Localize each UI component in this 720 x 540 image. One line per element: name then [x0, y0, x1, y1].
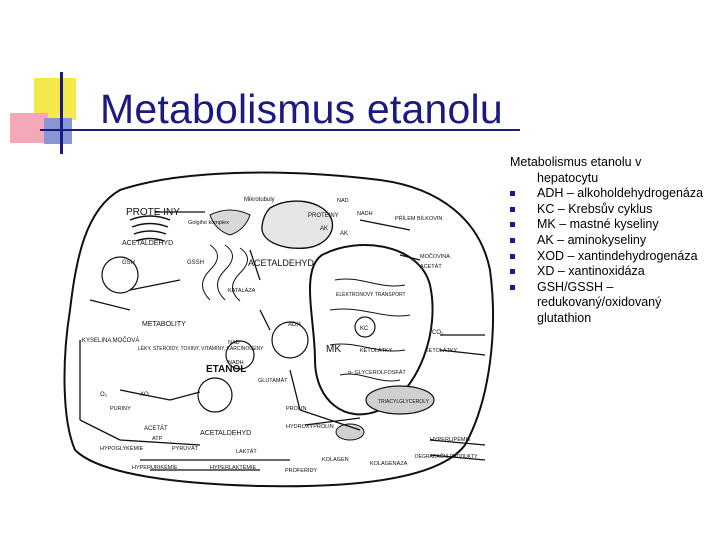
bullet-icon — [510, 237, 515, 243]
legend-item-text: XOD – xantindehydrogenáza — [537, 248, 698, 263]
cycle-nad — [225, 340, 255, 370]
label-ak-right: AK — [340, 231, 348, 237]
label-prolin: PROLIN — [286, 406, 307, 412]
collagen-fiber — [335, 423, 365, 441]
label-atp: ATP — [152, 436, 163, 442]
legend-item-text: ADH – alkoholdehydrogenáza — [537, 186, 704, 201]
accent-square-blue — [44, 118, 72, 144]
legend-item: XOD – xantindehydrogenáza — [510, 249, 715, 265]
legend-list: ADH – alkoholdehydrogenáza KC – Krebsův … — [510, 186, 715, 326]
label-golgi: Golgiho komplex — [188, 220, 229, 226]
label-kyselina-mocova: KYSELINA MOČOVÁ — [82, 337, 139, 344]
label-hyperurikemie: HYPERURIKÉMIE — [132, 464, 178, 471]
label-hyperlipemie: HYPERLIPÉMIE — [430, 436, 471, 443]
label-acetat: ACETÁT — [144, 425, 168, 432]
legend-item: ADH – alkoholdehydrogenáza — [510, 186, 715, 202]
label-hydroxyprolin: HYDROXYPROLIN — [286, 424, 334, 430]
label-nad-top: NAD — [337, 198, 349, 204]
metabolism-diagram: PROTE INY Mikrotubuly Golgiho komplex AC… — [60, 160, 500, 490]
legend-intro-line1: Metabolismus etanolu v — [510, 155, 642, 169]
label-proferidy: PROFERIDY — [285, 468, 317, 474]
bullet-icon — [510, 206, 515, 212]
label-ketolatky: KETOLÁTKY — [425, 347, 458, 354]
label-o2: O₂ — [100, 392, 108, 398]
label-ak: AK — [320, 226, 328, 232]
label-leky: LÉKY, STEROIDY, TOXINY, VITAMÍNY, KARCIN… — [138, 345, 264, 352]
legend-item: MK – mastné kyseliny — [510, 217, 715, 233]
label-metabolity: METABOLITY — [142, 321, 186, 328]
label-odbouravaci-produkty: DEGRADAČNÍ PRODUKTY — [415, 453, 478, 460]
bullet-icon — [510, 269, 515, 275]
cycle-center — [271, 321, 309, 359]
label-pyruvat: PYRUVÁT — [172, 445, 199, 452]
legend-item: AK – aminokyseliny — [510, 233, 715, 249]
bullet-icon — [510, 191, 515, 197]
cell-outline — [63, 171, 494, 488]
label-puriny: PURINY — [110, 406, 131, 412]
label-acetaldehyd-bottom: ACETALDEHYD — [200, 430, 251, 437]
bullet-icon — [510, 253, 515, 259]
golgi-right — [209, 209, 251, 236]
mitochondrion-crista — [329, 278, 411, 382]
label-glutamat: GLUTAMÁT — [258, 377, 288, 384]
label-ketolatky-center: KETOLÁTKY — [360, 347, 393, 354]
legend-item-text: KC – Krebsův cyklus — [537, 201, 653, 216]
cycle-left — [101, 256, 139, 294]
label-glycerolfosfat: α- GLYCEROLFOSFÁT — [348, 369, 406, 376]
label-hyperlaktemie: HYPERLAKTÉMIE — [210, 464, 256, 471]
accent-line-vertical — [60, 72, 63, 154]
cycle-bottom — [197, 377, 233, 413]
legend-item-text: XD – xantinoxidáza — [537, 264, 645, 279]
lipid-droplet — [365, 385, 435, 415]
label-kolagen: KOLAGEN — [322, 457, 349, 463]
label-acetaldehyd-center: ACETALDEHYD — [248, 258, 314, 268]
label-prilem-bilkovin: PŘÍLEM BÍLKOVIN — [395, 214, 442, 222]
bullet-icon — [510, 222, 515, 228]
accent-square-pink — [10, 113, 48, 143]
legend-item: KC – Krebsův cyklus — [510, 202, 715, 218]
label-xo: XO — [140, 392, 149, 398]
legend-item-text: MK – mastné kyseliny — [537, 217, 659, 232]
legend-item-text: AK – aminokyseliny — [537, 232, 647, 247]
label-laktat: LAKTÁT — [236, 448, 257, 455]
golgi-apparatus — [129, 215, 171, 242]
legend-item: GSH/GSSH – redukovaný/oxidovaný glutathi… — [510, 280, 715, 327]
label-nadh-mid: NADH — [228, 360, 244, 366]
er-tubes — [202, 244, 248, 302]
label-triacylglyceroly: TRIACYLGLYCEROLY — [378, 399, 430, 405]
label-kc: KC — [360, 326, 369, 332]
label-mocovina: MOČOVINA — [420, 253, 450, 260]
label-acetat-right: ACETÁT — [420, 263, 442, 270]
label-kolagenaza: KOLAGENÁZA — [370, 460, 408, 467]
label-proteiny-top: PROTEINY — [308, 213, 339, 219]
nucleus — [261, 200, 334, 249]
metabolism-diagram-svg: PROTE INY Mikrotubuly Golgiho komplex AC… — [63, 171, 494, 488]
label-mikrotubuly: Mikrotubuly — [244, 197, 275, 203]
arrow-lines — [79, 211, 486, 471]
label-katalaza: KATALÁZA — [228, 287, 256, 294]
label-hypoglykemie: HYPOGLYKÉMIE — [100, 445, 144, 452]
label-etanol: ETANOL — [206, 364, 246, 375]
legend-item: XD – xantinoxidáza — [510, 264, 715, 280]
label-mk: MK — [326, 344, 341, 355]
slide-title: Metabolismus etanolu — [100, 86, 503, 132]
label-proteiny-left: PROTE INY — [126, 207, 180, 218]
legend-intro-line2: hepatocytu — [537, 170, 599, 185]
label-acetaldehyd-left: ACETALDEHYD — [122, 240, 173, 247]
title-underline — [40, 129, 520, 131]
label-nadh-top: NADH — [357, 211, 373, 217]
label-gsh: GSH — [122, 260, 135, 266]
label-elektronovy-transport: ELEKTRONOVÝ TRANSPORT — [336, 291, 406, 298]
legend-item-text: GSH/GSSH – redukovaný/oxidovaný glutathi… — [537, 279, 662, 325]
legend-panel: Metabolismus etanolu v hepatocytu ADH – … — [510, 155, 715, 327]
kc-circle — [354, 316, 376, 338]
label-gssh: GSSH — [187, 260, 204, 266]
bullet-icon — [510, 284, 515, 290]
label-nad-mid: NAD — [228, 340, 240, 346]
label-co2: CO₂ — [432, 330, 444, 336]
label-adh: ADH — [288, 322, 301, 328]
